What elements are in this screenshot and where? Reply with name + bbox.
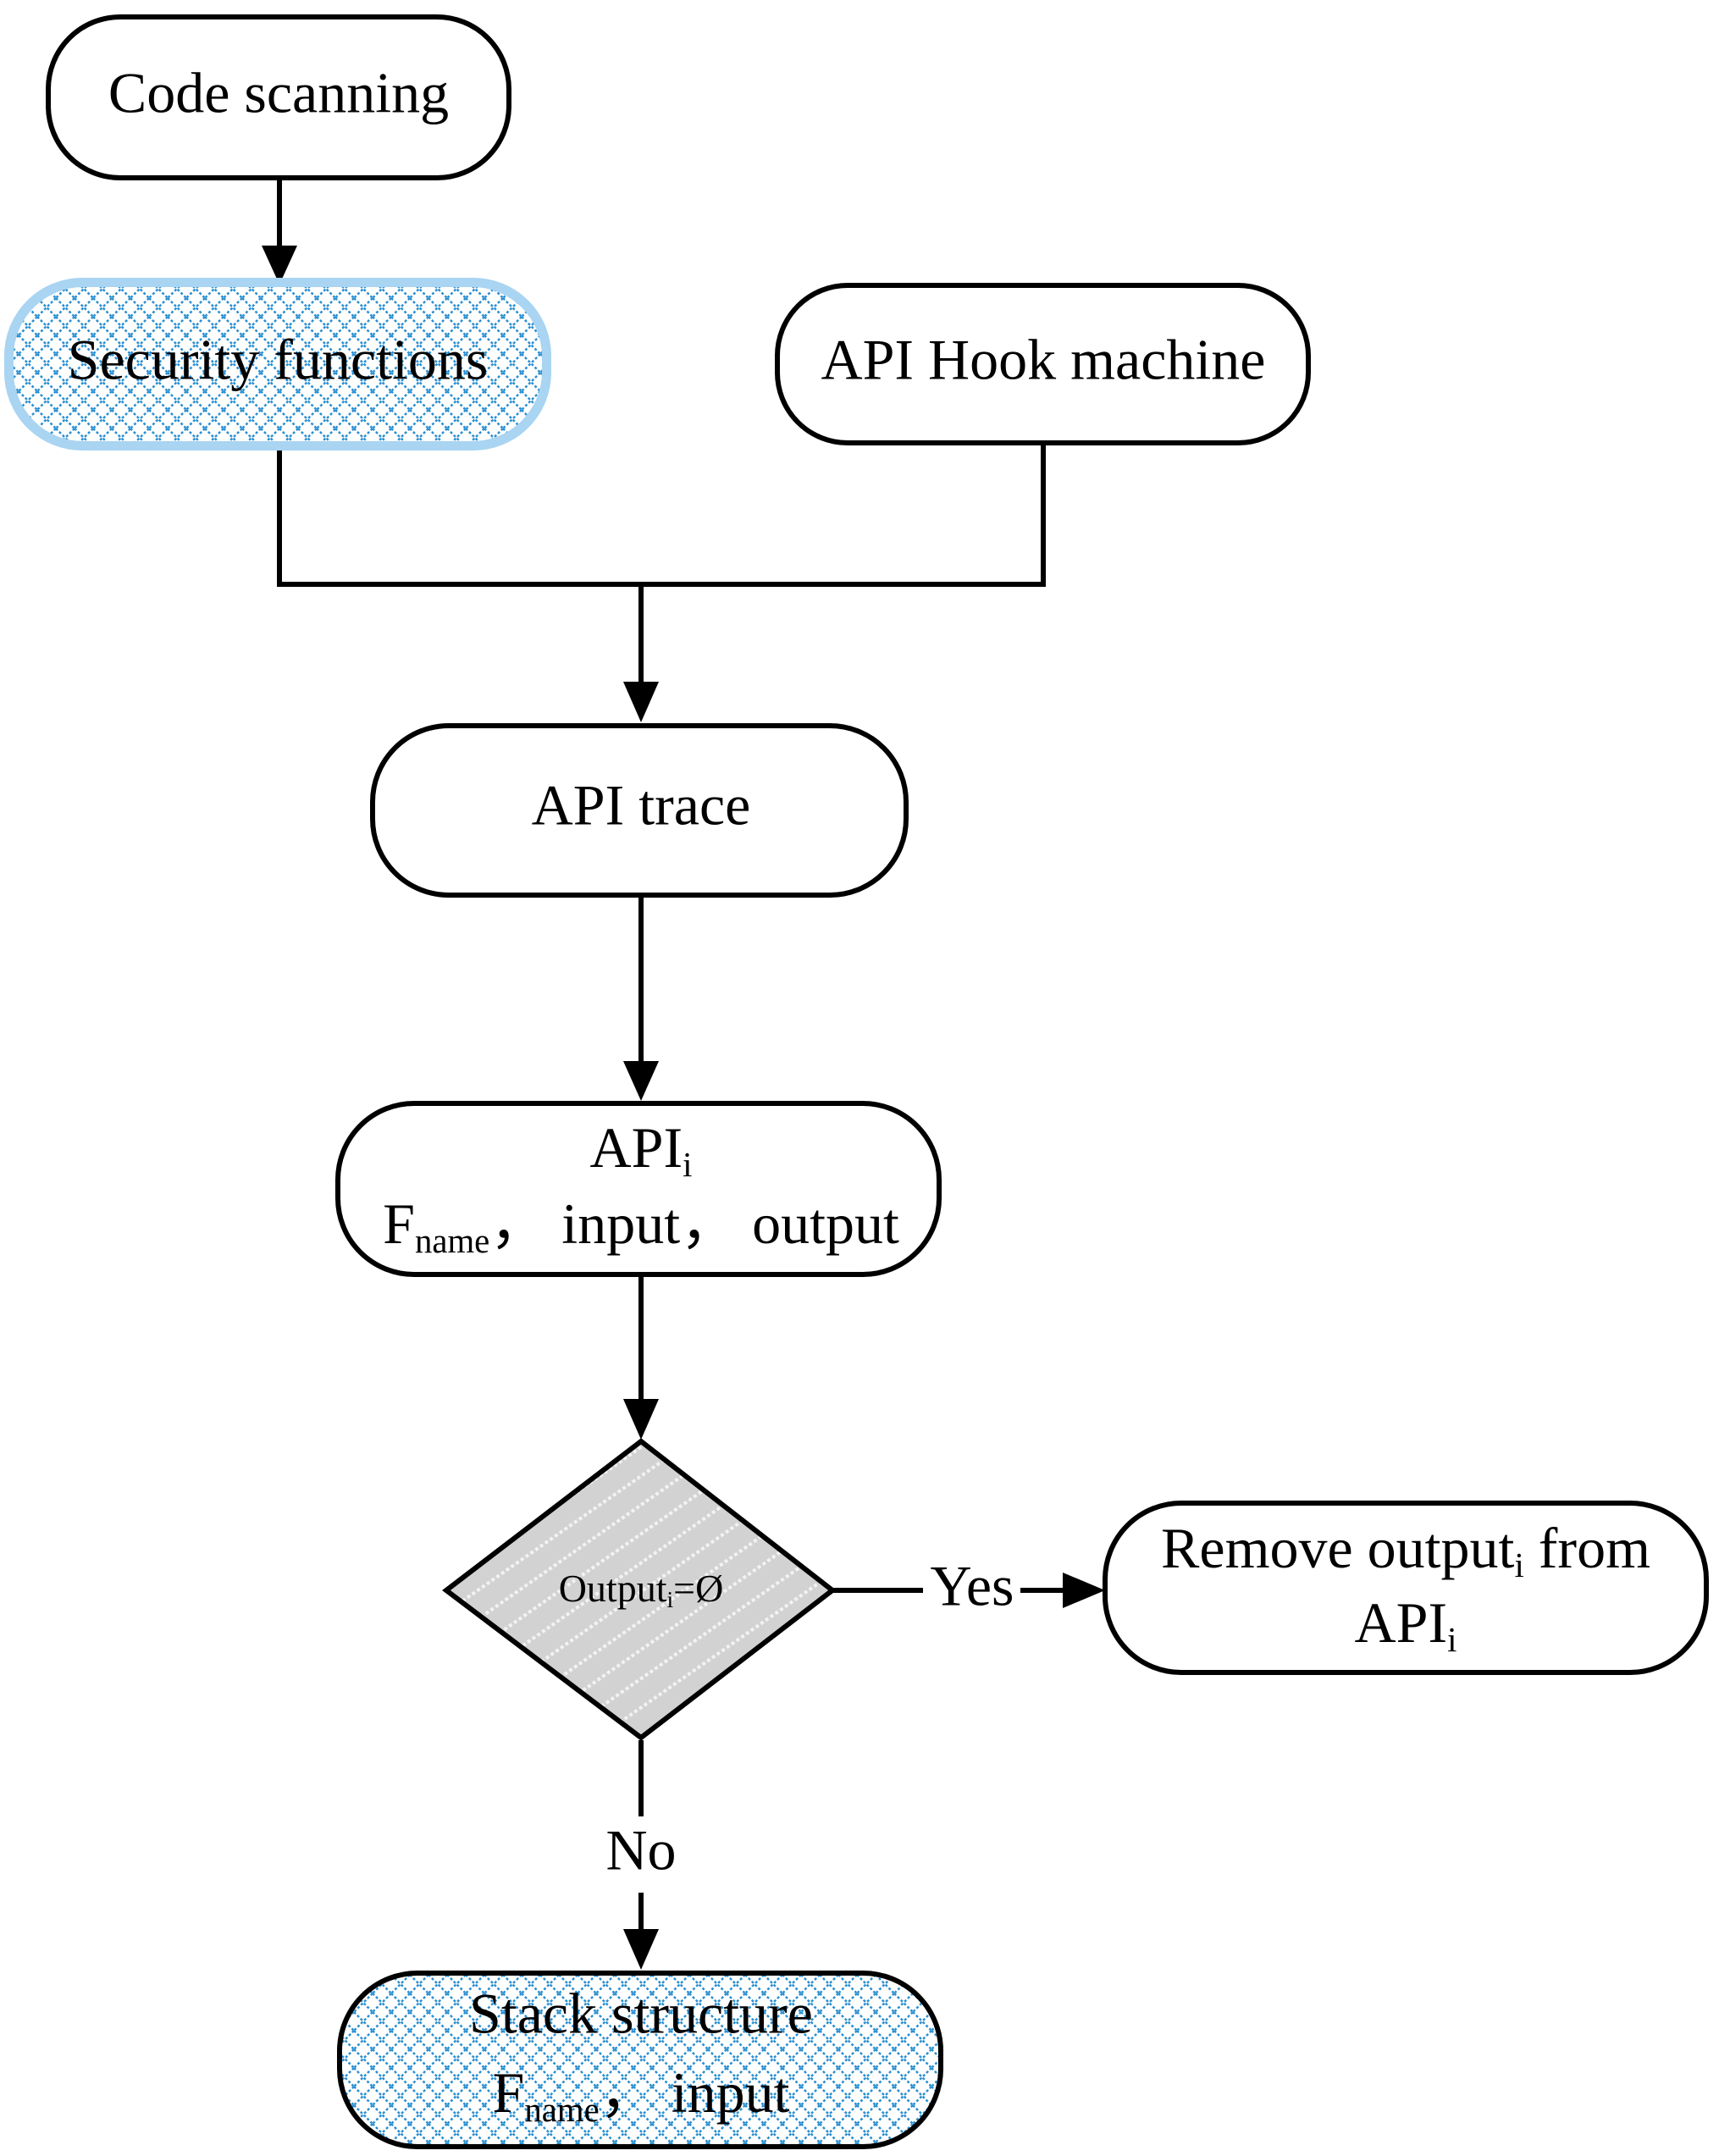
api-i-sub: i: [683, 1146, 692, 1184]
arrowhead-api-i: [623, 1061, 659, 1101]
node-code-scanning: Code scanning: [46, 14, 511, 180]
edge-merge: [277, 440, 1046, 587]
stack-f-sub: name: [524, 2091, 599, 2129]
arrowhead-stack: [623, 1929, 659, 1970]
api-trace-label: API trace: [532, 773, 751, 838]
api-hook-machine-label: API Hook machine: [821, 328, 1265, 392]
api-i-fields: ， input， output: [489, 1191, 899, 1256]
node-api-i: APIi Fname， input， output: [335, 1101, 942, 1277]
connectors: [262, 180, 1105, 1970]
node-remove-output: Remove outputi from APIi: [1103, 1501, 1709, 1675]
remove-output-sub: i: [1514, 1546, 1523, 1584]
remove-output-line1: Remove outputi from: [1161, 1516, 1650, 1585]
node-api-trace: API trace: [370, 723, 909, 898]
remove-output-line2: APIi: [1355, 1590, 1457, 1660]
api-i-f: F: [383, 1191, 415, 1256]
node-security-functions: Security functions: [4, 278, 551, 451]
api-i-f-sub: name: [415, 1222, 489, 1260]
arrowhead-trace: [623, 682, 659, 722]
remove-api-sub: i: [1447, 1621, 1456, 1659]
node-stack-structure: Stack structure Fname， input: [337, 1971, 943, 2149]
remove-api-main: API: [1355, 1590, 1448, 1655]
decision-sub: i: [666, 1586, 673, 1612]
stack-structure-line1: Stack structure: [469, 1982, 813, 2046]
decision-rest: =Ø: [673, 1567, 723, 1610]
api-i-line1: APIi: [590, 1115, 693, 1185]
security-functions-label: Security functions: [68, 328, 489, 392]
stack-f: F: [493, 2060, 525, 2125]
no-label: No: [605, 1818, 676, 1882]
arrowhead-security: [262, 246, 297, 285]
code-scanning-label: Code scanning: [108, 61, 449, 125]
remove-output-rest: from: [1524, 1516, 1650, 1580]
remove-output-main: Remove output: [1161, 1516, 1515, 1580]
stack-structure-line2: Fname， input: [493, 2060, 790, 2130]
arrowhead-decision: [623, 1399, 659, 1440]
decision-main: Output: [559, 1567, 667, 1610]
arrowhead-remove: [1063, 1573, 1105, 1608]
stack-fields: ， input: [600, 2060, 790, 2125]
yes-label: Yes: [931, 1554, 1014, 1618]
api-i-line2: Fname， input， output: [383, 1191, 899, 1261]
node-decision: Outputi=Ø: [442, 1438, 837, 1741]
node-api-hook-machine: API Hook machine: [775, 283, 1311, 445]
api-i-main: API: [590, 1115, 683, 1180]
decision-label: Outputi=Ø: [559, 1567, 724, 1613]
